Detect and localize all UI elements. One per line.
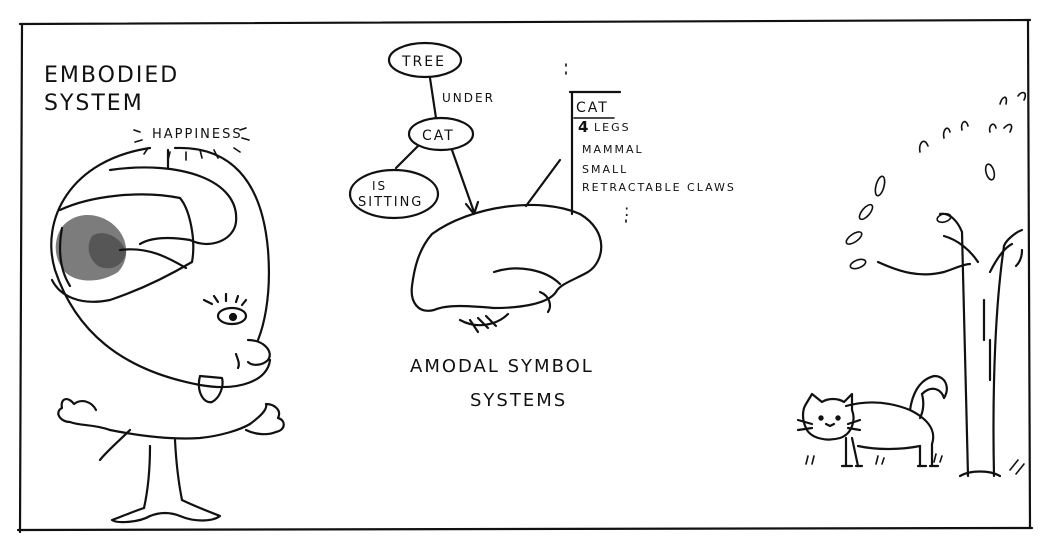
node-sitting-bubble <box>350 170 438 218</box>
node-cat-label: CAT <box>422 128 455 144</box>
feature-list-item-3: SMALL <box>582 163 628 176</box>
feature-list-item-2: MAMMAL <box>582 143 644 156</box>
edge-under-label: UNDER <box>442 91 495 105</box>
amodal-brain <box>412 205 602 332</box>
list-brain-connector <box>526 160 560 206</box>
tree-and-cat-scene <box>798 93 1025 476</box>
cat-drawing <box>798 376 947 466</box>
panel-frame <box>18 20 1032 532</box>
feature-list-header: CAT <box>576 100 609 116</box>
feature-list-item-4: RETRACTABLE CLAWS <box>582 181 736 194</box>
person-body <box>58 399 283 522</box>
edge-cat-sitting <box>396 146 418 168</box>
node-tree-label: TREE <box>401 54 446 70</box>
feature-list-item-1: LEGS <box>594 121 631 134</box>
amodal-title-line1: AMODAL SYMBOL <box>410 356 594 377</box>
embodied-title-line1: EMBODIED <box>44 63 179 88</box>
amodal-title-line2: SYSTEMS <box>470 390 567 411</box>
feature-list-ellipsis: : <box>624 201 631 220</box>
feature-list-prefix: 4 <box>578 118 590 136</box>
edge-tree-cat <box>430 78 436 118</box>
feature-list: CAT 4 LEGS MAMMAL SMALL RETRACTABLE CLAW… <box>526 64 736 222</box>
tree-drawing <box>878 214 1022 476</box>
node-sitting-label-line1: IS <box>372 179 387 193</box>
embodied-system-section: EMBODIED SYSTEM HAPPINESS <box>44 63 284 522</box>
grass-tufts <box>806 454 1024 474</box>
edge-cat-brain-arrow <box>452 150 474 212</box>
tree-leaves <box>844 93 1025 271</box>
happiness-label: HAPPINESS <box>152 127 243 142</box>
amodal-system-section: TREE UNDER CAT IS SITTING CAT 4 LEGS MAM… <box>350 43 736 411</box>
brain-shaded-region <box>56 215 126 281</box>
embodied-title-line2: SYSTEM <box>44 91 144 116</box>
node-sitting-label-line2: SITTING <box>358 195 423 210</box>
semantic-network: TREE UNDER CAT IS SITTING <box>350 43 495 218</box>
